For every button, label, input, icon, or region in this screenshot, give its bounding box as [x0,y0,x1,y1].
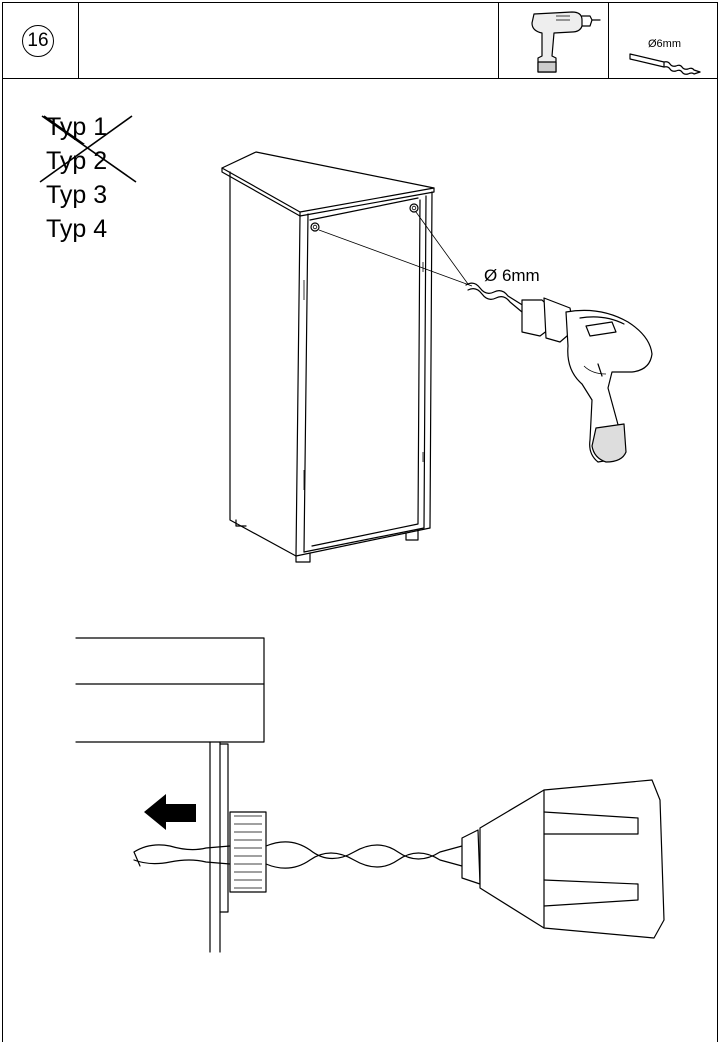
cabinet-drawing [221,151,473,563]
header-divider [608,2,609,79]
drill-bit-label: Ø6mm [648,38,681,50]
drill-bit-icon [629,53,701,75]
type-item: Typ 3 [46,178,107,212]
step-number: 16 [27,30,49,51]
type-item: Typ 1 [43,110,108,144]
header-divider [78,2,79,79]
drill-in-use [465,282,653,463]
step-number-badge: 16 [22,25,54,57]
detail-view [75,637,665,953]
type-label: Typ 3 [46,181,108,209]
cross-out-x-mark [39,115,137,183]
drill-size-label: Ø 6mm [484,266,540,285]
type-label: Typ 1 [46,113,108,141]
type-item: Typ 4 [46,212,107,246]
step-header: 16 Ø6mm [2,2,718,79]
type-label: Typ 4 [46,215,108,243]
header-divider [498,2,499,79]
direction-arrow-icon [144,794,196,830]
cordless-drill-icon [531,11,601,73]
cross-out-mark [43,115,85,144]
